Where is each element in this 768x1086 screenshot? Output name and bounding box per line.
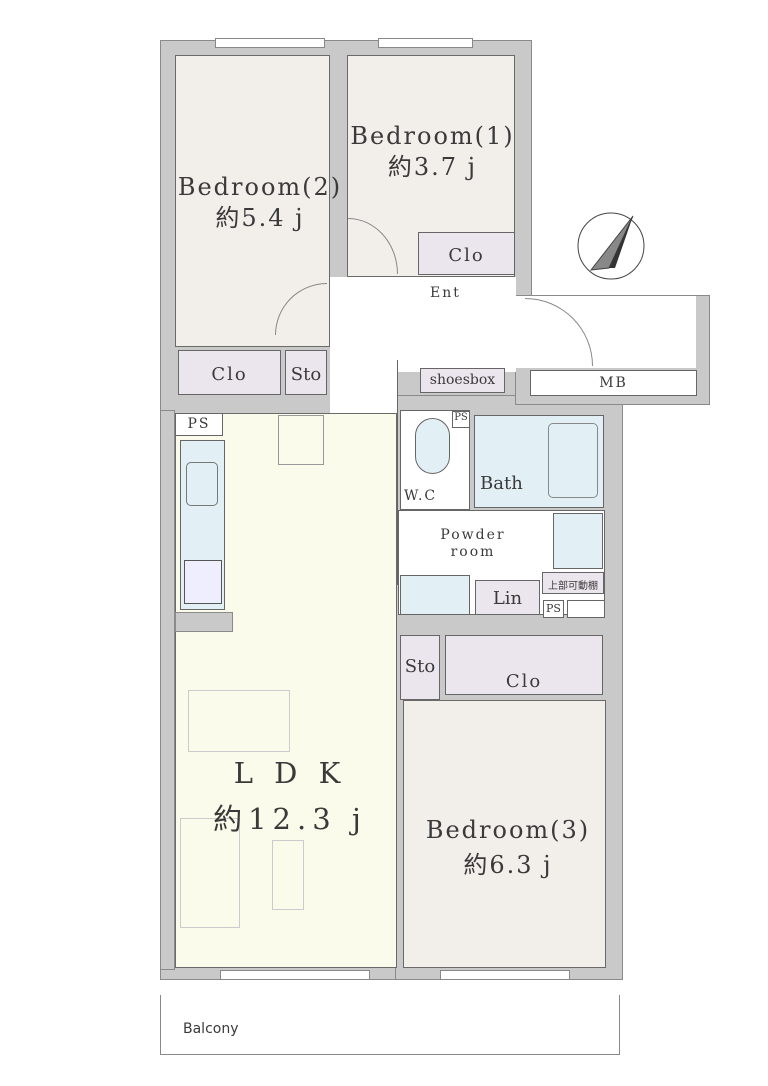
closet-label: Clo [211,364,248,385]
bedroom-2-name: Bedroom(2) [177,173,343,201]
linen-label: Lin [492,588,523,609]
closet-label: Clo [448,245,485,266]
closet-bedroom-2 [178,350,281,395]
toilet [415,418,450,474]
window [440,970,570,980]
coffee-table [272,840,304,910]
dining-table [188,690,290,752]
ps-label: PS [546,602,561,615]
ldk-name: L D K [233,756,347,790]
hallway [330,277,516,372]
stove [184,560,222,604]
window [220,970,370,980]
window [215,38,325,48]
kitchen-sink [186,462,218,506]
movable-shelf [542,572,604,594]
washing-machine-pan [553,513,603,569]
compass-north-icon [577,212,645,280]
ps-label: PS [187,416,211,432]
storage [285,350,327,395]
bath-label: Bath [480,473,523,494]
powder-label-1: Powder [440,527,506,543]
sofa [180,818,240,928]
bedroom-2-area: 約5.4 j [215,204,305,232]
storage-label: Sto [290,364,322,385]
bedroom-1-name: Bedroom(1) [350,122,515,150]
room-bath [474,415,604,508]
room-bedroom-3 [403,700,606,968]
linen-closet [475,580,540,615]
ldk-area: 約12.3 j [213,802,367,836]
box [567,600,605,618]
pipe-space [175,413,223,436]
wc-label: W.C [404,488,438,504]
entrance-label: Ent [430,285,461,301]
shoes-box [420,368,505,393]
wall [160,410,175,970]
powder-label-2: room [450,544,496,560]
shelf-label: 上部可動棚 [548,581,598,592]
balcony [160,995,620,1055]
shoesbox-label: shoesbox [429,372,496,388]
vanity-sink [400,575,470,615]
pipe-space [543,600,564,618]
bathtub [548,423,598,498]
balcony-label: Balcony [183,1021,239,1037]
mb-label: MB [599,375,628,391]
storage-label: Sto [404,656,436,677]
wall [175,612,233,632]
storage [400,635,440,700]
pipe-space [452,411,470,428]
window [378,38,473,48]
closet-bedroom-3 [445,635,603,695]
ps-label: PS [454,412,468,423]
closet-label: Clo [505,671,543,692]
ceiling-hatch [278,415,324,465]
bedroom-3-area: 約6.3 j [463,851,553,879]
room-bedroom-2 [175,55,330,347]
closet-bedroom-1 [418,232,515,275]
bedroom-1-area: 約3.7 j [387,153,478,181]
bedroom-3-name: Bedroom(3) [425,816,591,844]
meter-box [530,370,697,396]
